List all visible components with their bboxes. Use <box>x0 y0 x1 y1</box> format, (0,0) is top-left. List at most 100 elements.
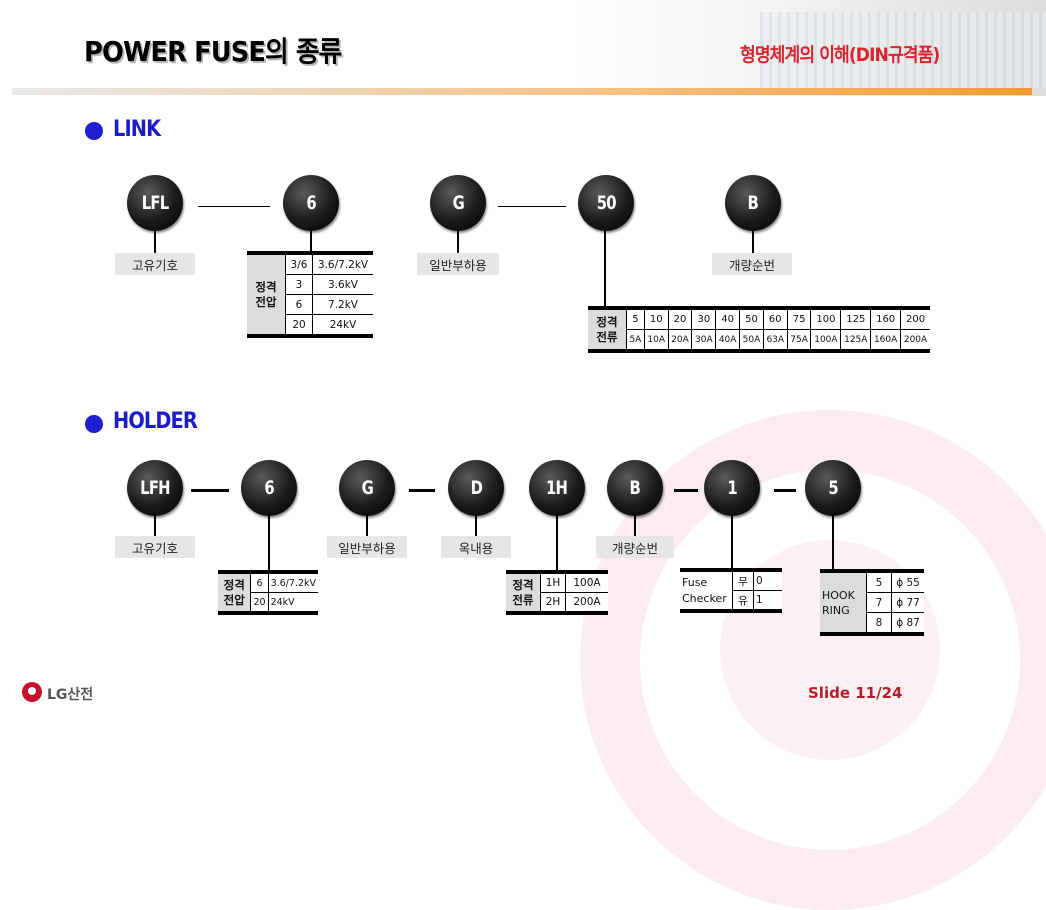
table-cell: 2H <box>540 592 566 612</box>
bullet-icon <box>85 122 103 140</box>
label-general-load: 일반부하용 <box>327 536 407 558</box>
table-cell: 24kV <box>312 314 373 335</box>
holder-code-checker: 1 <box>704 460 760 516</box>
section-heading-link: LINK <box>113 117 161 142</box>
table-cell: 0 <box>753 571 782 591</box>
label-indoor: 옥내용 <box>441 536 511 558</box>
table-cell: 20 <box>250 592 269 612</box>
holder-voltage-table: 정격 전압 6 3.6/7.2kV 20 24kV <box>218 570 318 615</box>
stem-line <box>310 230 312 252</box>
section-heading-holder: HOLDER <box>113 409 198 434</box>
table-cell: 63A <box>762 329 788 350</box>
table-cell: 160 <box>870 309 902 330</box>
table-header: HOOK RING <box>820 572 867 633</box>
header-rule <box>12 88 1032 95</box>
table-cell: 20 <box>667 309 693 330</box>
link-code-load: G <box>430 175 486 231</box>
table-cell: 5 <box>866 572 892 593</box>
table-cell: 6 <box>285 294 313 315</box>
stem-line <box>752 230 754 254</box>
bullet-icon <box>85 415 103 433</box>
table-cell: 6 <box>250 573 269 593</box>
connector-dash <box>409 489 435 492</box>
table-cell: 유 <box>732 590 754 610</box>
stem-line <box>634 514 636 536</box>
table-header: 정격 전류 <box>588 309 627 350</box>
connector-dash <box>674 489 698 492</box>
table-cell: 20A <box>667 329 693 350</box>
table-cell: 20 <box>285 314 313 335</box>
table-cell: ϕ 77 <box>891 592 924 613</box>
table-cell: 40A <box>715 329 741 350</box>
stem-line <box>154 514 156 536</box>
link-code-revision: B <box>725 175 781 231</box>
table-cell: 50 <box>739 309 764 330</box>
stem-line <box>604 230 606 308</box>
holder-code-indoor: D <box>448 460 504 516</box>
table-cell: 3.6/7.2kV <box>312 254 373 275</box>
table-cell: ϕ 55 <box>891 572 924 593</box>
stem-line <box>832 514 834 570</box>
link-code-current: 50 <box>578 175 634 231</box>
link-current-table: 정격 전류 5 10 20 30 40 50 60 75 100 125 160… <box>588 306 930 353</box>
hook-ring-table: HOOK RING 5 ϕ 55 7 ϕ 77 8 ϕ 87 <box>820 569 924 636</box>
table-cell: 75 <box>786 309 812 330</box>
stem-line <box>457 230 459 254</box>
table-cell: 160A <box>870 329 902 350</box>
table-header: 정격 전류 <box>506 573 541 612</box>
table-cell: 10 <box>643 309 669 330</box>
label-revision: 개량순번 <box>596 536 674 558</box>
header-photo-decoration <box>760 12 1046 88</box>
link-voltage-table: 정격 전압 3/6 3.6/7.2kV 3 3.6kV 6 7.2kV 20 2… <box>247 251 373 338</box>
table-cell: 100 <box>810 309 842 330</box>
table-cell: 무 <box>732 571 754 591</box>
label-revision: 개량순번 <box>712 253 792 275</box>
table-cell: 30 <box>691 309 717 330</box>
table-cell: 7.2kV <box>312 294 373 315</box>
holder-code-voltage: 6 <box>241 460 297 516</box>
table-cell: 30A <box>691 329 717 350</box>
stem-line <box>731 514 733 568</box>
table-cell: 3.6kV <box>312 274 373 295</box>
page-title: POWER FUSE의 종류 <box>84 35 342 68</box>
link-code-voltage: 6 <box>283 175 339 231</box>
page-subtitle: 형명체계의 이해(DIN규격품) <box>740 44 940 66</box>
table-cell: 75A <box>786 329 812 350</box>
connector-line <box>198 206 270 207</box>
table-cell: 24kV <box>267 592 318 612</box>
stem-line <box>154 230 156 254</box>
holder-current-table: 정격 전류 1H 100A 2H 200A <box>506 570 608 615</box>
table-cell: 50A <box>739 329 764 350</box>
table-cell: 125 <box>840 309 872 330</box>
label-unique-symbol: 고유기호 <box>115 536 195 558</box>
table-header: 정격 전압 <box>247 254 286 335</box>
table-cell: 125A <box>840 329 872 350</box>
connector-dash <box>774 489 796 492</box>
table-cell: 60 <box>762 309 788 330</box>
stem-line <box>268 514 270 594</box>
table-cell: ϕ 87 <box>891 612 924 633</box>
table-cell: 7 <box>866 592 892 613</box>
table-cell: 200A <box>900 329 930 350</box>
table-cell: 5A <box>626 329 645 350</box>
label-general-load: 일반부하용 <box>417 253 499 275</box>
label-unique-symbol: 고유기호 <box>115 253 195 275</box>
holder-code-load: G <box>339 460 395 516</box>
table-cell: 200A <box>565 592 608 612</box>
connector-line <box>498 206 566 207</box>
stem-line <box>556 514 558 572</box>
table-cell: 3/6 <box>285 254 313 275</box>
link-code-unique: LFL <box>127 175 183 231</box>
holder-code-current: 1H <box>529 460 585 516</box>
lg-logo-icon <box>22 682 42 702</box>
table-cell: 5 <box>626 309 645 330</box>
table-header: 정격 전압 <box>218 573 252 612</box>
holder-code-hook: 5 <box>805 460 861 516</box>
stem-line <box>475 514 477 536</box>
holder-code-unique: LFH <box>127 460 183 516</box>
connector-dash <box>191 489 229 492</box>
stem-line <box>366 514 368 536</box>
table-cell: 8 <box>866 612 892 633</box>
holder-code-revision: B <box>607 460 663 516</box>
table-cell: 3.6/7.2kV <box>267 573 318 593</box>
